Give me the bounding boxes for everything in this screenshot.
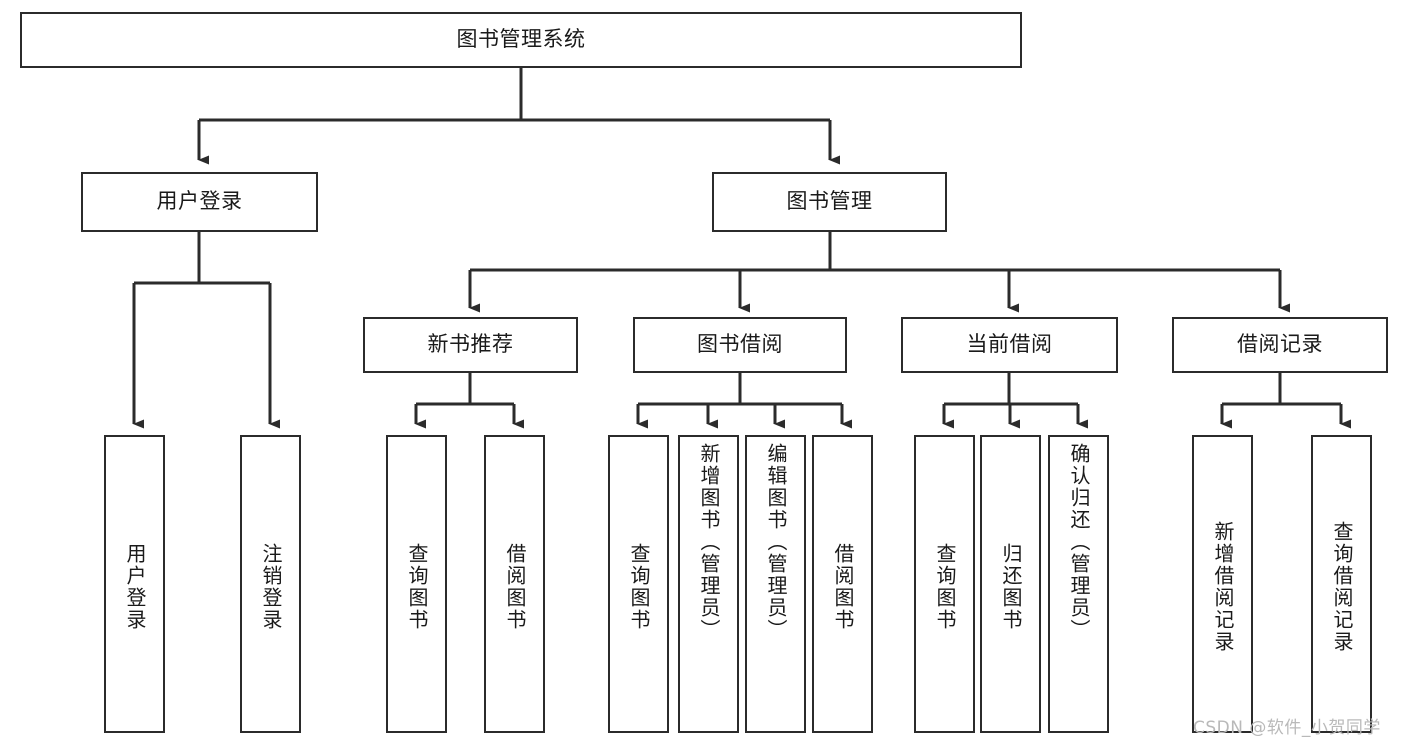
leaf-label: 新增借阅记录 — [1211, 521, 1235, 653]
leaf-label: 借阅图书 — [503, 543, 527, 631]
node-label: 图书管理 — [786, 189, 873, 214]
leaf-query-borrow-record[interactable]: 查询借阅记录 — [1311, 435, 1372, 733]
node-root-book-management-system[interactable]: 图书管理系统 — [20, 12, 1022, 68]
leaf-add-borrow-record[interactable]: 新增借阅记录 — [1192, 435, 1253, 733]
leaf-label: 借阅图书 — [831, 543, 855, 631]
leaf-add-book-admin[interactable]: 新增图书（管理员） — [678, 435, 739, 733]
leaf-label: 用户登录 — [123, 543, 147, 631]
node-book-borrow[interactable]: 图书借阅 — [633, 317, 847, 373]
csdn-watermark: CSDN @软件_小贺同学 — [1193, 718, 1381, 738]
node-label: 当前借阅 — [966, 332, 1053, 357]
node-borrow-record[interactable]: 借阅记录 — [1172, 317, 1388, 373]
node-new-book-recommend[interactable]: 新书推荐 — [363, 317, 578, 373]
node-user-login[interactable]: 用户登录 — [81, 172, 318, 232]
leaf-label: 查询图书 — [627, 543, 651, 631]
leaf-label: 注销登录 — [259, 543, 283, 631]
leaf-edit-book-admin[interactable]: 编辑图书（管理员） — [745, 435, 806, 733]
leaf-user-login[interactable]: 用户登录 — [104, 435, 165, 733]
node-label: 图书管理系统 — [456, 27, 586, 52]
leaf-label: 确认归还（管理员） — [1067, 443, 1091, 641]
leaf-query-book-recommend[interactable]: 查询图书 — [386, 435, 447, 733]
leaf-logout[interactable]: 注销登录 — [240, 435, 301, 733]
leaf-return-book[interactable]: 归还图书 — [980, 435, 1041, 733]
node-label: 新书推荐 — [427, 332, 514, 357]
node-label: 借阅记录 — [1237, 332, 1323, 357]
node-book-management[interactable]: 图书管理 — [712, 172, 947, 232]
node-current-borrow[interactable]: 当前借阅 — [901, 317, 1118, 373]
leaf-confirm-return-admin[interactable]: 确认归还（管理员） — [1048, 435, 1109, 733]
node-label: 用户登录 — [156, 189, 243, 214]
leaf-label: 编辑图书（管理员） — [764, 443, 788, 641]
leaf-label: 查询借阅记录 — [1330, 521, 1354, 653]
leaf-query-book-borrow[interactable]: 查询图书 — [608, 435, 669, 733]
leaf-label: 新增图书（管理员） — [697, 443, 721, 641]
leaf-borrow-book[interactable]: 借阅图书 — [812, 435, 873, 733]
leaf-label: 归还图书 — [999, 543, 1023, 631]
node-label: 图书借阅 — [697, 332, 783, 357]
leaf-query-book-current[interactable]: 查询图书 — [914, 435, 975, 733]
leaf-borrow-book-recommend[interactable]: 借阅图书 — [484, 435, 545, 733]
leaf-label: 查询图书 — [933, 543, 957, 631]
leaf-label: 查询图书 — [405, 543, 429, 631]
